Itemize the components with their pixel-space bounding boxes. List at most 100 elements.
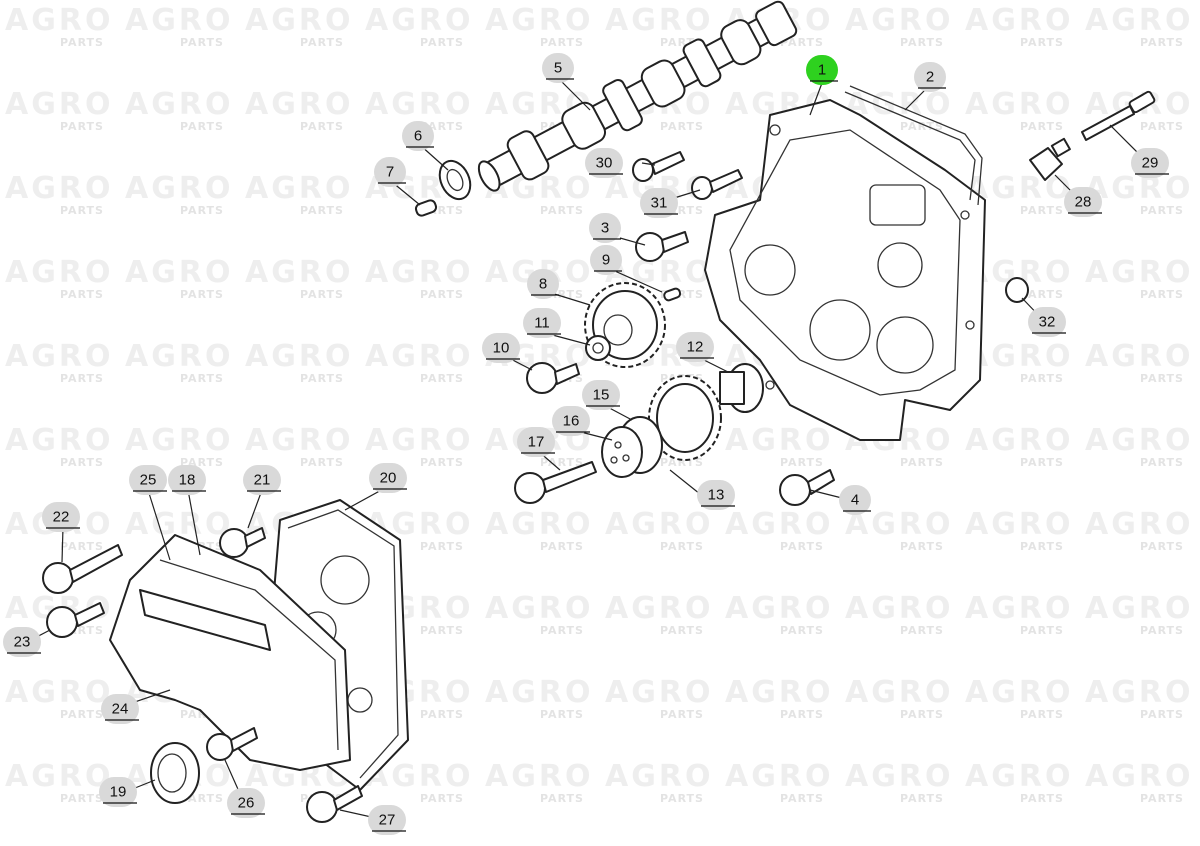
callout-badge bbox=[482, 333, 520, 363]
watermark-sub: PARTS bbox=[780, 708, 824, 721]
watermark-logo: AGRO bbox=[245, 3, 353, 38]
watermark-sub: PARTS bbox=[180, 204, 224, 217]
watermark-sub: PARTS bbox=[660, 540, 704, 553]
watermark-logo: AGRO bbox=[1085, 171, 1193, 206]
watermark-sub: PARTS bbox=[1140, 288, 1184, 301]
watermark-logo: AGRO bbox=[965, 591, 1073, 626]
callout-number: 12 bbox=[687, 339, 704, 356]
watermark-logo: AGRO bbox=[365, 87, 473, 122]
watermark-sub: PARTS bbox=[1020, 708, 1064, 721]
watermark-logo: AGRO bbox=[485, 591, 593, 626]
thrust-washer-drawing bbox=[585, 335, 611, 361]
watermark-logo: AGRO bbox=[965, 423, 1073, 458]
watermark-sub: PARTS bbox=[1140, 624, 1184, 637]
watermark-logo: AGRO bbox=[125, 255, 233, 290]
watermark-sub: PARTS bbox=[1140, 456, 1184, 469]
callout-badge bbox=[3, 627, 41, 657]
camshaft-seal-drawing bbox=[438, 159, 472, 201]
watermark-sub: PARTS bbox=[540, 792, 584, 805]
callout-number: 9 bbox=[602, 252, 610, 269]
callout-badge bbox=[402, 121, 434, 151]
callout-number: 10 bbox=[493, 340, 510, 357]
callout-badge bbox=[542, 53, 574, 83]
watermark-logo: AGRO bbox=[5, 423, 113, 458]
callout-badge bbox=[517, 427, 555, 457]
watermark-logo: AGRO bbox=[845, 759, 953, 794]
watermark-sub: PARTS bbox=[540, 708, 584, 721]
callout-25: 25 bbox=[129, 465, 167, 495]
watermark-logo: AGRO bbox=[5, 171, 113, 206]
watermark-logo: AGRO bbox=[605, 3, 713, 38]
callout-badge bbox=[99, 777, 137, 807]
watermark-sub: PARTS bbox=[780, 36, 824, 49]
callout-number: 28 bbox=[1075, 194, 1092, 211]
watermark-sub: PARTS bbox=[60, 540, 104, 553]
callout-number: 19 bbox=[110, 784, 127, 801]
bolt-27-drawing bbox=[306, 785, 363, 823]
callout-number: 1 bbox=[818, 62, 826, 79]
callout-badge bbox=[243, 465, 281, 495]
watermark-sub: PARTS bbox=[780, 540, 824, 553]
watermark-sub: PARTS bbox=[900, 540, 944, 553]
watermark-logo: AGRO bbox=[245, 423, 353, 458]
watermark-sub: PARTS bbox=[420, 540, 464, 553]
watermark-logo: AGRO bbox=[605, 759, 713, 794]
watermark-sub: PARTS bbox=[420, 288, 464, 301]
bolt-3-drawing bbox=[635, 231, 689, 262]
callout-21: 21 bbox=[243, 465, 281, 495]
watermark-sub: PARTS bbox=[300, 36, 344, 49]
callout-15: 15 bbox=[582, 380, 620, 410]
watermark-sub: PARTS bbox=[1140, 792, 1184, 805]
watermark-sub: PARTS bbox=[660, 456, 704, 469]
callout-badge bbox=[523, 308, 561, 338]
watermark-logo: AGRO bbox=[845, 3, 953, 38]
watermark-sub: PARTS bbox=[60, 288, 104, 301]
plug-28-drawing bbox=[1029, 137, 1071, 181]
watermark-logo: AGRO bbox=[1085, 339, 1193, 374]
callout-badge bbox=[129, 465, 167, 495]
callout-number: 21 bbox=[254, 472, 271, 489]
callout-badge bbox=[227, 788, 265, 818]
watermark-sub: PARTS bbox=[60, 456, 104, 469]
watermark-sub: PARTS bbox=[1140, 120, 1184, 133]
watermark-logo: AGRO bbox=[725, 423, 833, 458]
callout-number: 6 bbox=[414, 128, 422, 145]
watermark-sub: PARTS bbox=[300, 372, 344, 385]
callout-badge bbox=[582, 380, 620, 410]
callout-number: 31 bbox=[651, 195, 668, 212]
callout-29: 29 bbox=[1131, 148, 1169, 178]
watermark-sub: PARTS bbox=[60, 120, 104, 133]
watermark-logo: AGRO bbox=[125, 3, 233, 38]
callout-16: 16 bbox=[552, 406, 590, 436]
watermark-sub: PARTS bbox=[540, 456, 584, 469]
callout-number: 32 bbox=[1039, 314, 1056, 331]
callout-badge bbox=[168, 465, 206, 495]
bolt-22-drawing bbox=[42, 544, 123, 594]
watermark-logo: AGRO bbox=[965, 3, 1073, 38]
callout-number: 7 bbox=[386, 164, 394, 181]
watermark-logo: AGRO bbox=[5, 87, 113, 122]
callout-10: 10 bbox=[482, 333, 520, 363]
callout-number: 3 bbox=[601, 220, 609, 237]
watermark-logo: AGRO bbox=[605, 675, 713, 710]
watermark-logo: AGRO bbox=[485, 3, 593, 38]
